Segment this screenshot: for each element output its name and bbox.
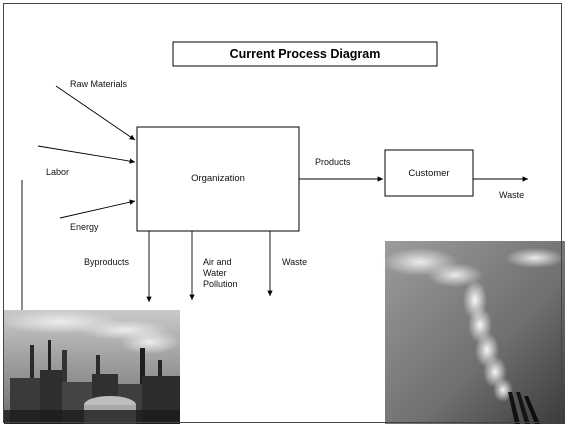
customer-label: Customer: [408, 168, 449, 179]
energy-arrow: [59, 199, 136, 219]
organization-label: Organization: [191, 173, 245, 184]
labor-label: Labor: [46, 167, 69, 177]
raw-materials-label: Raw Materials: [70, 79, 128, 89]
pollution-label-line1: Air and: [203, 257, 232, 267]
pollution-label-line2: Water: [203, 268, 227, 278]
customer-node: [384, 149, 474, 197]
products-label: Products: [315, 157, 351, 167]
organization-node: [136, 126, 300, 232]
waste-label: Waste: [282, 257, 307, 267]
byproducts-label: Byproducts: [84, 257, 130, 267]
energy-label: Energy: [70, 222, 99, 232]
title-box: [172, 41, 438, 67]
smokestack-emissions-photo: [382, 241, 565, 424]
customer-waste-label: Waste: [499, 190, 524, 200]
industrial-refinery-photo: [0, 310, 180, 424]
labor-arrow: [37, 145, 136, 164]
diagram-title: Current Process Diagram: [230, 47, 381, 61]
pollution-label-line3: Pollution: [203, 279, 238, 289]
raw-materials-arrow: [55, 85, 136, 141]
